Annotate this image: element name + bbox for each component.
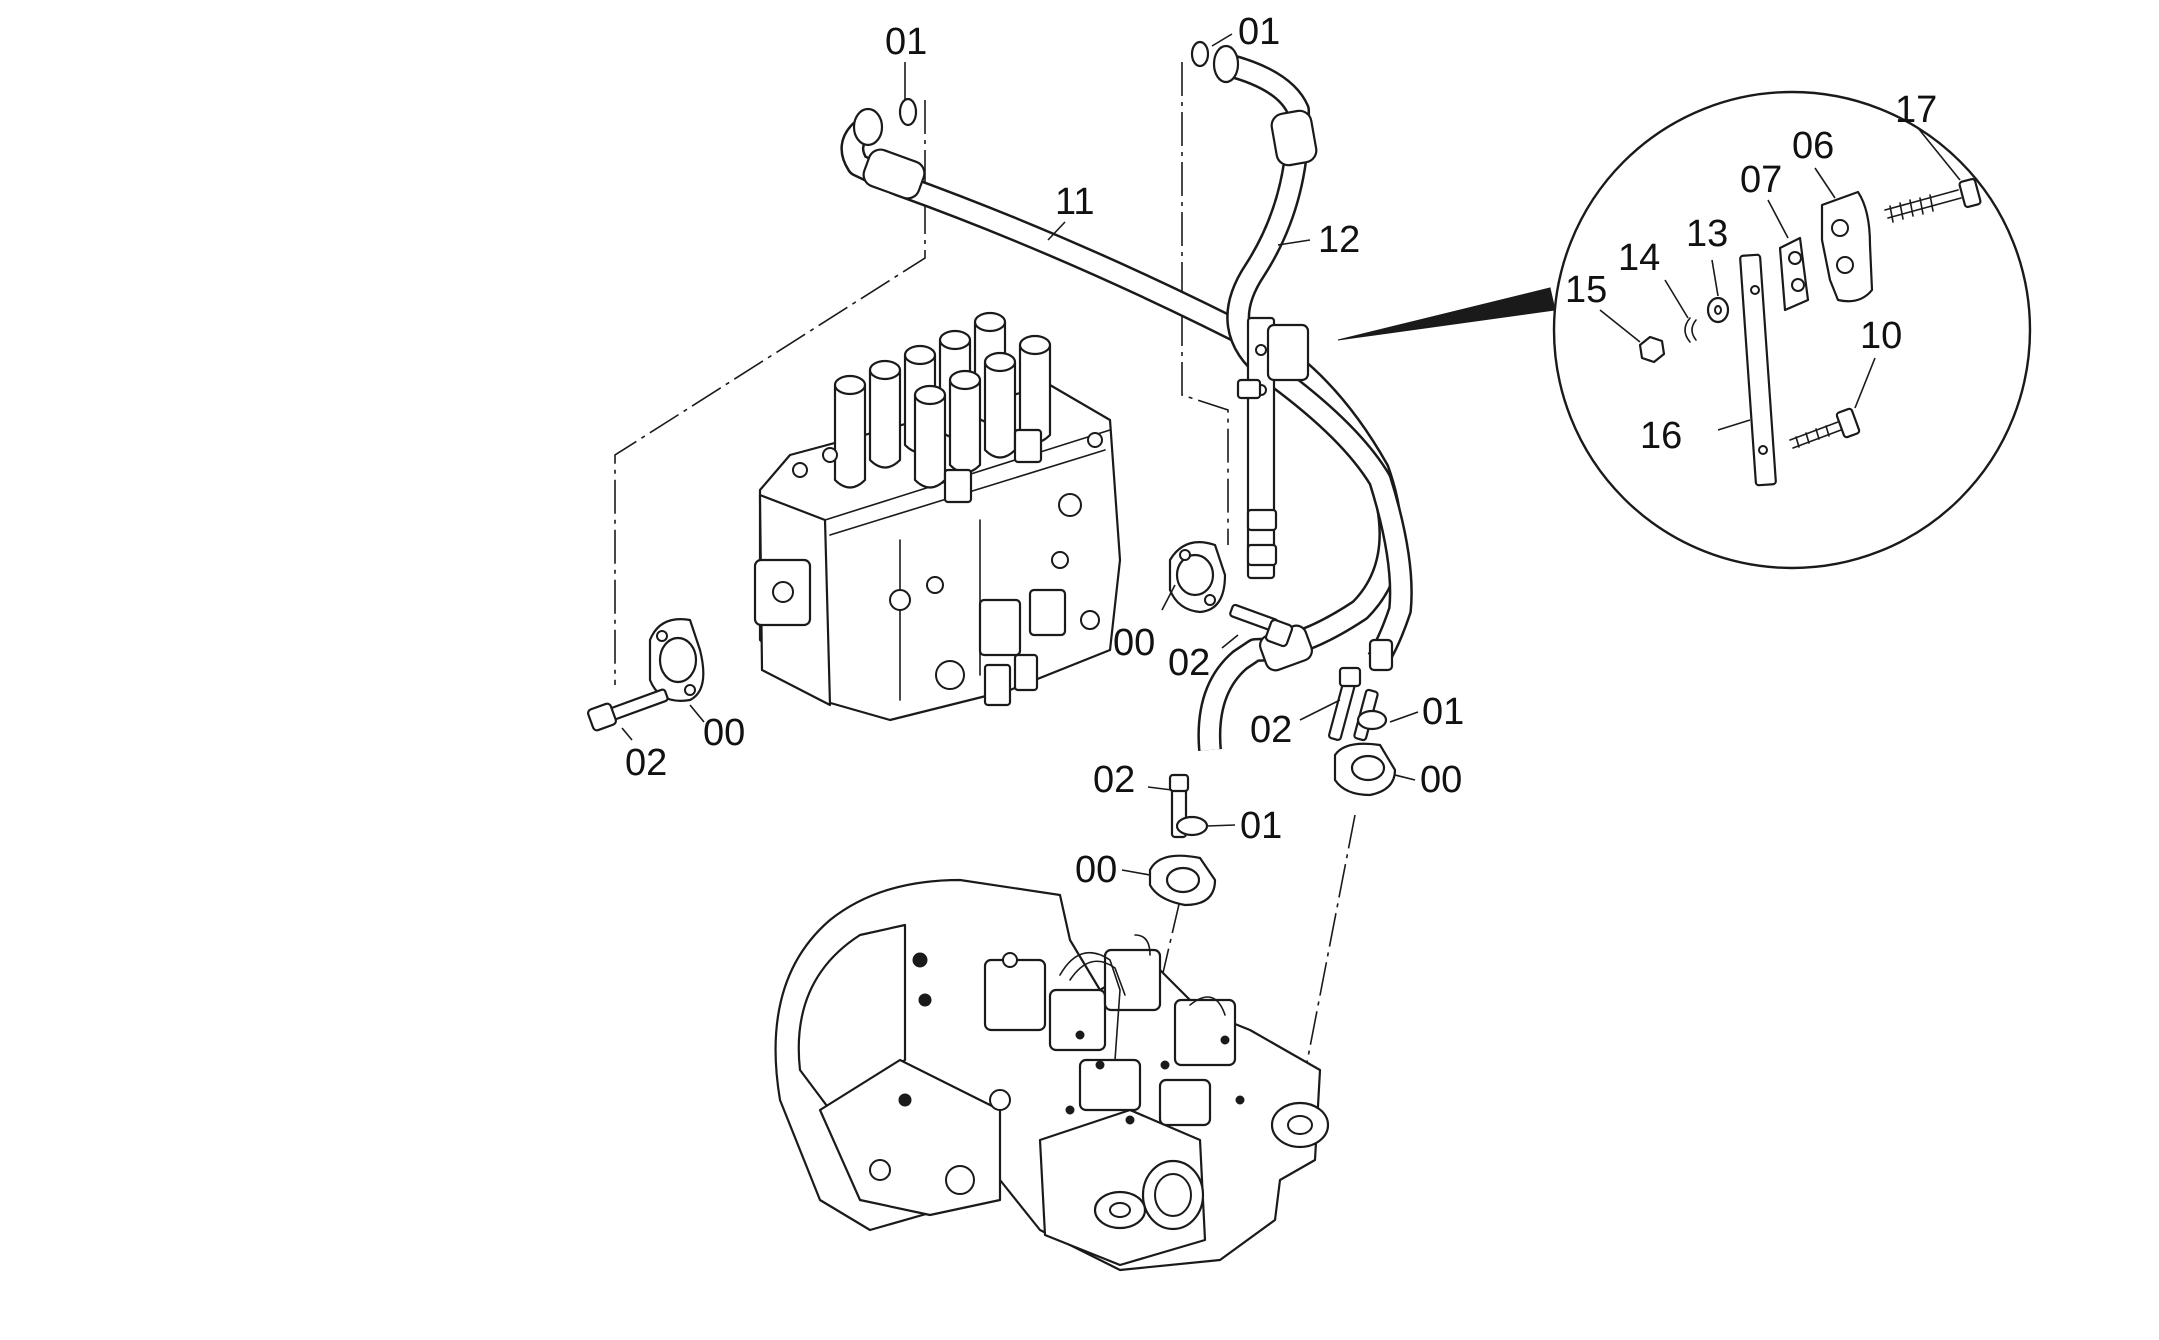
leader-lines — [621, 33, 1961, 876]
detail-pointer — [1337, 287, 1556, 341]
callout-02-left: 02 — [625, 742, 667, 784]
callout-14: 14 — [1618, 237, 1660, 279]
callout-15: 15 — [1565, 269, 1607, 311]
callout-01-lower: 01 — [1240, 805, 1282, 847]
callout-16: 16 — [1640, 415, 1682, 457]
callout-02-hose: 02 — [1250, 709, 1292, 751]
hose-11-ferrule — [862, 148, 926, 200]
nut — [1638, 335, 1666, 364]
callout-00-right: 00 — [1420, 759, 1462, 801]
callout-labels: 01 01 11 12 00 02 00 02 02 01 00 02 01 0… — [625, 11, 1937, 891]
split-flange-left — [648, 618, 705, 702]
split-flange-mid — [1168, 541, 1227, 614]
o-ring-top-mid — [1190, 40, 1210, 68]
hose-12-end — [1212, 44, 1240, 84]
bolt-left — [586, 688, 669, 732]
hose-12-ferrule — [1270, 109, 1318, 167]
split-flange-lower — [1148, 854, 1217, 907]
callout-12: 12 — [1318, 219, 1360, 261]
callout-11: 11 — [1055, 181, 1094, 223]
control-valve-block — [753, 311, 1122, 722]
callout-07: 07 — [1740, 159, 1782, 201]
callout-17: 17 — [1895, 89, 1937, 131]
hose-clamp-assembly — [1236, 316, 1310, 580]
callout-01-top-mid: 01 — [1238, 11, 1280, 53]
o-ring-right — [1356, 709, 1388, 731]
callout-06: 06 — [1792, 125, 1834, 167]
callout-02-lower: 02 — [1093, 759, 1135, 801]
callout-01-right: 01 — [1422, 691, 1464, 733]
o-ring-lower — [1175, 815, 1209, 837]
callout-02-mid: 02 — [1168, 642, 1210, 684]
hydraulic-pump — [774, 878, 1330, 1272]
callout-00-mid: 00 — [1113, 622, 1155, 664]
spool-caps — [833, 311, 1052, 489]
callout-13: 13 — [1686, 213, 1728, 255]
bolt-mid — [1229, 603, 1294, 648]
callout-00-lower: 00 — [1075, 849, 1117, 891]
detail-view — [1337, 90, 2032, 570]
hose-11-end — [852, 107, 884, 147]
plate — [1739, 253, 1777, 487]
callout-00-left: 00 — [703, 712, 745, 754]
callout-01-top-left: 01 — [885, 21, 927, 63]
o-ring-top-left — [898, 97, 918, 127]
split-flange-right — [1333, 742, 1397, 797]
clamp-bolt-long — [1884, 177, 1982, 223]
plate-bolt — [1789, 407, 1861, 449]
lock-washer — [1684, 317, 1697, 343]
clamp-half-outer — [1820, 190, 1874, 303]
callout-10: 10 — [1860, 315, 1902, 357]
